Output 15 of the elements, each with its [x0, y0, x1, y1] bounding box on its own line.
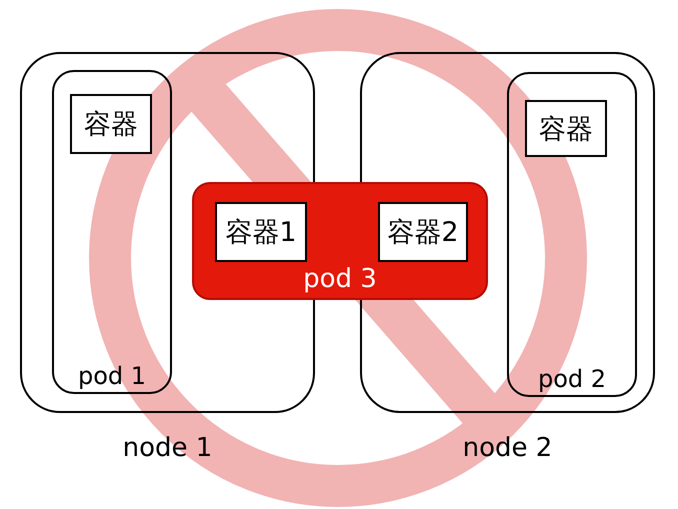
- container-box: [70, 94, 152, 154]
- pod-label: pod 3: [303, 264, 377, 294]
- container-label: 容器1: [225, 216, 297, 250]
- pod-label: pod 1: [78, 362, 146, 390]
- node-label: node 1: [122, 433, 212, 463]
- container-label: 容器2: [387, 216, 459, 250]
- container-box: [525, 100, 607, 157]
- container-box: [215, 202, 307, 262]
- pod-box: [52, 70, 172, 394]
- container-box: [378, 202, 468, 262]
- pod-label: pod 2: [538, 365, 606, 393]
- container-label: 容器: [84, 108, 138, 142]
- pod-box: [507, 72, 637, 397]
- node-label: node 2: [462, 433, 552, 463]
- container-label: 容器: [539, 112, 593, 146]
